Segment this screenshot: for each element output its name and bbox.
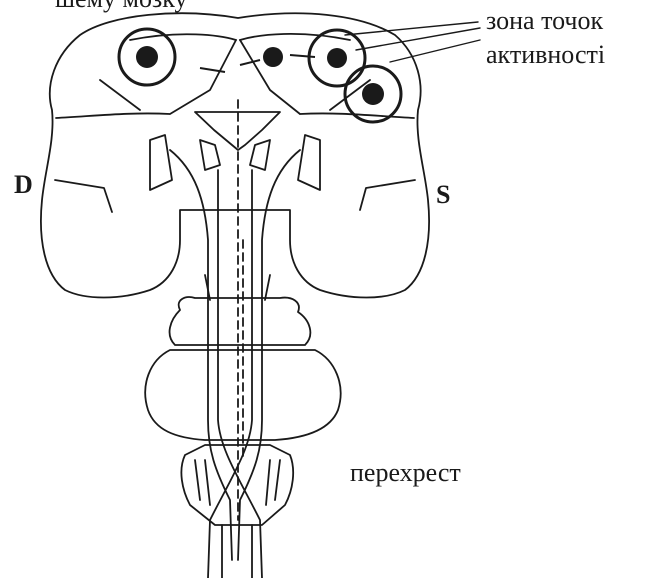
spinal-cord (222, 525, 252, 578)
midbrain-outline (170, 297, 311, 345)
label-decussation: перехрест (350, 460, 461, 486)
activity-point-4 (362, 83, 384, 105)
label-activity-zone-line1: зона точок (486, 8, 603, 34)
label-top-left-fragment: шему мозку (55, 0, 188, 12)
leader-line-1 (345, 22, 478, 35)
label-left-side: D (14, 172, 33, 198)
label-activity-zone-line2: активності (486, 42, 605, 68)
leader-line-2 (356, 28, 480, 50)
ventricle-right (298, 135, 320, 190)
label-right-side: S (436, 182, 450, 208)
activity-point-2 (263, 47, 283, 67)
ventricle-left (150, 135, 172, 190)
activity-point-3 (327, 48, 347, 68)
lobe-lines-top (100, 34, 370, 110)
cerebrum-outline (41, 13, 429, 297)
activity-point-1 (136, 46, 158, 68)
